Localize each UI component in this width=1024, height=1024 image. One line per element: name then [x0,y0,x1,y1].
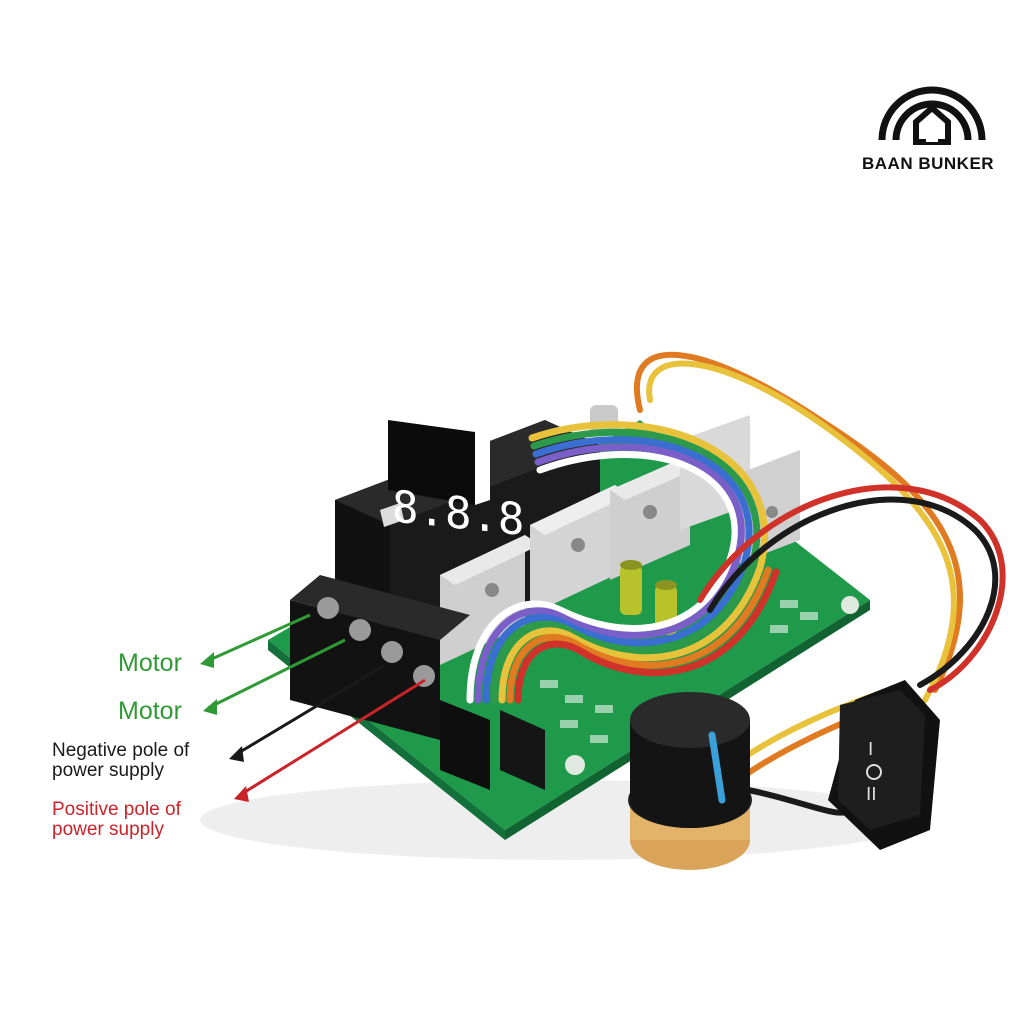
negative-pole-label: Negative pole of power supply [52,741,189,781]
positive-pole-line1: Positive pole of [52,799,181,820]
motor-label-2: Motor [118,697,182,725]
mounting-hole [565,755,585,775]
motor-label-1: Motor [118,649,182,677]
mounting-hole [841,596,859,614]
svg-text:I: I [868,739,873,760]
led-display [388,420,475,505]
svg-text:II: II [866,784,877,805]
positive-pole-label: Positive pole of power supply [52,800,181,840]
rocker-switch: I II [828,680,940,850]
potentiometer-knob [628,692,752,870]
brand-logo: BAAN BUNKER [862,78,1002,178]
brand-name: BAAN BUNKER [862,154,995,173]
pin-header [440,700,490,790]
positive-pole-line2: power supply [52,818,164,840]
screw-terminal-block [290,575,470,740]
control-cables [633,351,1006,816]
negative-pole-line1: Negative pole of [52,740,190,761]
pcb-silkscreen [540,600,818,743]
negative-pole-line2: power supply [52,759,164,781]
pointer-arrows [200,613,426,802]
capacitor [620,565,642,615]
house-arch-icon [878,86,986,145]
ribbon-cable [466,421,780,704]
